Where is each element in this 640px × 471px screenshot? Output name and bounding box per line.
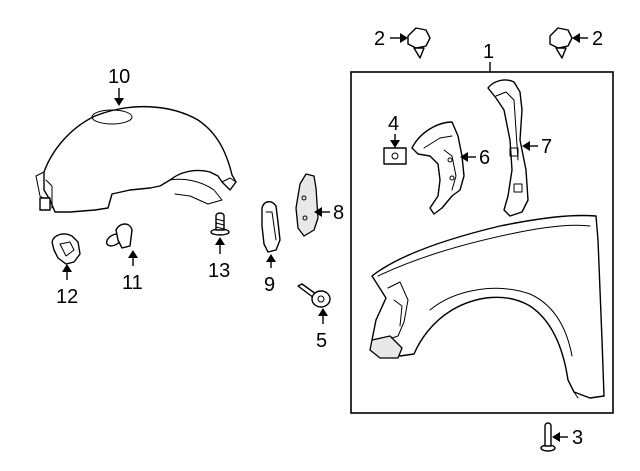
rivet-11[interactable] — [105, 223, 133, 249]
splash-shield-9[interactable] — [261, 201, 281, 253]
bolt-3[interactable] — [540, 422, 556, 452]
push-pin-2-right[interactable] — [549, 27, 573, 59]
callout-11: 11 — [122, 272, 143, 294]
callout-13: 13 — [208, 260, 230, 282]
bolt-5[interactable] — [297, 283, 331, 308]
front-fender-1[interactable] — [369, 214, 605, 399]
clip-12[interactable] — [51, 233, 81, 265]
callout-1: 1 — [483, 41, 494, 63]
callout-6: 6 — [479, 147, 490, 169]
callout-10: 10 — [108, 66, 130, 88]
fender-assembly-box — [350, 71, 614, 414]
clip-nut-4[interactable] — [383, 147, 407, 165]
callout-2-left: 2 — [374, 28, 385, 50]
callout-3: 3 — [572, 427, 583, 449]
push-pin-2-left[interactable] — [407, 27, 431, 59]
callout-12: 12 — [56, 286, 78, 308]
callout-2-right: 2 — [592, 28, 603, 50]
leader-lines — [62, 33, 588, 442]
screw-13[interactable] — [210, 212, 230, 236]
callout-5: 5 — [316, 330, 327, 352]
wheelhouse-liner[interactable] — [35, 105, 237, 213]
callout-7: 7 — [541, 136, 552, 158]
reinforcement-7[interactable] — [487, 79, 529, 217]
bracket-8[interactable] — [295, 173, 319, 237]
callout-4: 4 — [388, 113, 399, 135]
callout-9: 9 — [264, 274, 275, 296]
fender-bracket-6[interactable] — [411, 121, 465, 215]
callout-8: 8 — [333, 202, 344, 224]
